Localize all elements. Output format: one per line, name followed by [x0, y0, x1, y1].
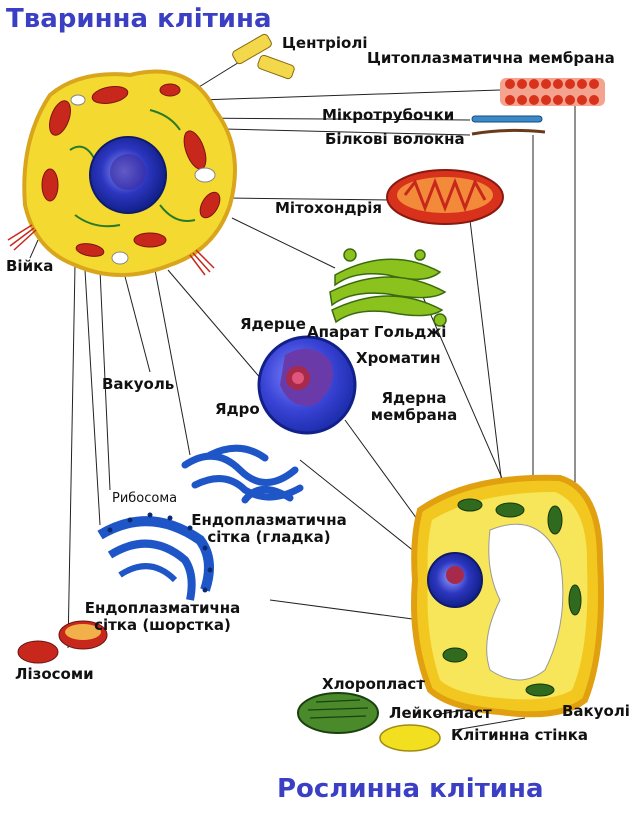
label-vacuole: Вакуоль	[102, 375, 175, 393]
golgi-illustration	[329, 248, 447, 327]
mitochondrion-illustration	[386, 169, 504, 225]
label-chloroplast: Хлоропласт	[322, 675, 425, 693]
membrane-illustration	[500, 78, 605, 106]
plant-cell-title: Рослинна клітина	[277, 774, 544, 804]
label-cytoplasmic-membrane: Цитоплазматична мембрана	[367, 49, 615, 67]
centrioles-illustration	[232, 33, 295, 80]
label-nuclear-membrane-line2: мембрана	[370, 406, 458, 424]
label-nucleolus: Ядерце	[240, 315, 306, 333]
label-smooth-er: Ендоплазматична сітка (гладка)	[189, 512, 349, 546]
label-protein-fibers: Білкові волокна	[325, 130, 465, 148]
smooth-er-illustration	[181, 444, 304, 504]
label-nucleus: Ядро	[215, 400, 260, 418]
plant-cell	[411, 474, 604, 718]
animal-cell	[7, 69, 237, 277]
label-cell-wall: Клітинна стінка	[451, 726, 589, 744]
label-chromatin: Хроматин	[356, 349, 441, 367]
nucleus-illustration	[257, 335, 357, 435]
label-lysosomes: Лізосоми	[15, 665, 94, 683]
chloroplast-illustration	[297, 692, 379, 734]
label-microtubules: Мікротрубочки	[322, 106, 455, 124]
leucoplast-illustration	[379, 724, 441, 752]
label-vacuoles: Вакуолі	[562, 702, 630, 720]
microtubule-illustration	[471, 115, 546, 136]
label-nuclear-membrane: Ядерна мембрана	[364, 390, 464, 424]
rough-er-illustration	[97, 512, 214, 601]
label-golgi: Апарат Гольджі	[307, 323, 447, 341]
animal-cell-title: Тваринна клітина	[6, 4, 272, 34]
label-centrioles: Центріолі	[282, 34, 368, 52]
lysosomes-illustration	[17, 620, 108, 664]
label-rough-er-line1: Ендоплазматична	[84, 599, 241, 617]
label-smooth-er-line2: сітка (гладка)	[207, 528, 331, 546]
leader-lines	[29, 47, 576, 731]
label-nuclear-membrane-line1: Ядерна	[381, 389, 447, 407]
label-ribosome: Рибосома	[112, 491, 178, 506]
label-leucoplast: Лейкопласт	[389, 704, 492, 722]
label-mitochondrion: Мітохондрія	[275, 199, 383, 217]
label-rough-er-line2: сітка (шорстка)	[94, 616, 231, 634]
label-smooth-er-line1: Ендоплазматична	[191, 511, 347, 529]
label-rough-er: Ендоплазматична сітка (шорстка)	[80, 600, 245, 634]
label-cilium: Війка	[6, 257, 54, 275]
